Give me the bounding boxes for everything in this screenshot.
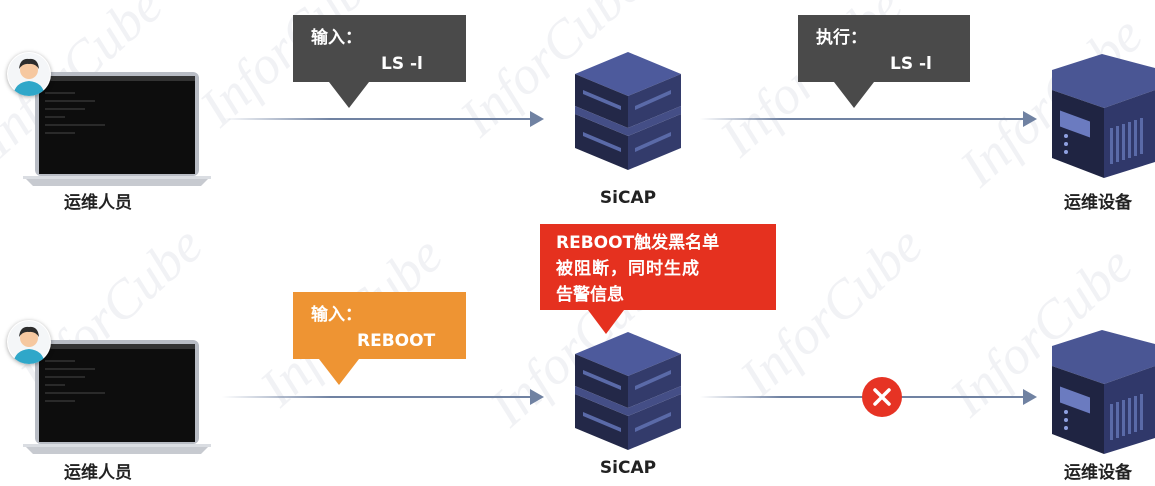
user-avatar-icon: [7, 52, 51, 96]
arrow-head-icon: [530, 389, 544, 405]
arrow-head-icon: [1023, 111, 1037, 127]
arrow-line: [700, 118, 1025, 120]
blocked-close-icon: [862, 377, 902, 417]
bubble-tail: [329, 82, 369, 108]
arrow-line: [222, 118, 532, 120]
input-bubble: 输入： LS -l: [293, 15, 466, 108]
alert-bubble: REBOOT触发黑名单 被阻断，同时生成 告警信息: [540, 224, 776, 334]
alert-line: REBOOT触发黑名单: [556, 233, 720, 253]
bubble-tail: [319, 359, 359, 385]
user-avatar-icon: [7, 320, 51, 364]
bubble-title: 输入：: [311, 28, 362, 48]
sicap-label: SiCAP: [599, 458, 657, 478]
operator-label: 运维人员: [64, 193, 132, 213]
bubble-tail: [588, 310, 624, 334]
execute-bubble: 执行： LS -l: [798, 15, 970, 108]
operator-laptop: [5, 320, 215, 460]
sicap-server-icon: [563, 40, 693, 180]
bubble-title: 输入：: [311, 305, 362, 325]
bubble-command: LS -l: [381, 54, 423, 74]
bubble-command: LS -l: [890, 54, 932, 74]
device-label: 运维设备: [1064, 193, 1132, 213]
arrow-head-icon: [1023, 389, 1037, 405]
input-bubble: 输入： REBOOT: [293, 292, 466, 385]
bubble-command: REBOOT: [357, 331, 436, 351]
arrow-head-icon: [530, 111, 544, 127]
sicap-label: SiCAP: [599, 188, 657, 208]
device-label: 运维设备: [1064, 463, 1132, 483]
alert-line: 被阻断，同时生成: [556, 259, 700, 279]
operator-label: 运维人员: [64, 463, 132, 483]
bubble-tail: [834, 82, 874, 108]
operator-laptop: [5, 52, 215, 192]
device-server-icon: [1042, 50, 1155, 180]
alert-line: 告警信息: [556, 285, 624, 305]
sicap-server-icon: [563, 320, 693, 460]
device-server-icon: [1042, 326, 1155, 456]
bubble-title: 执行：: [816, 28, 867, 48]
arrow-line: [222, 396, 532, 398]
